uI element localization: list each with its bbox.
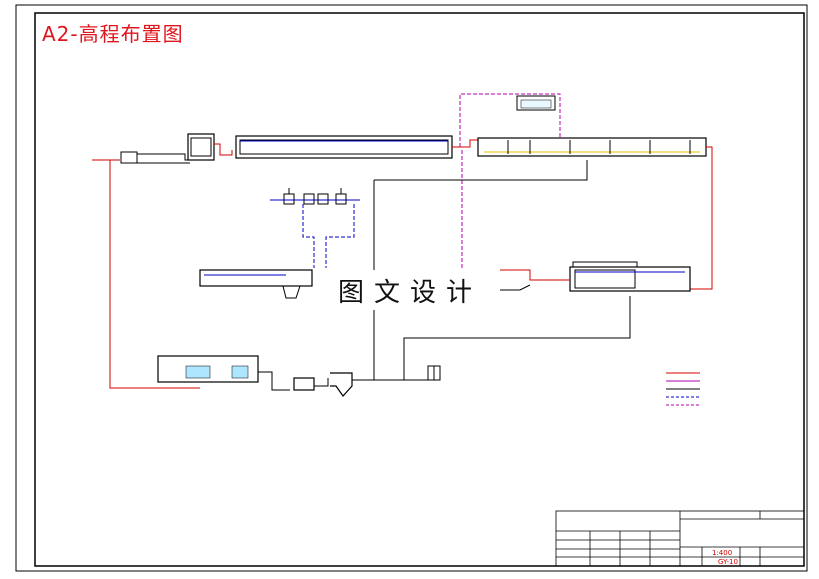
bottom-line-1 — [258, 371, 290, 391]
watermark: 图文设计 — [320, 270, 500, 310]
sedimentation-tank — [569, 266, 691, 292]
long-tank-outlet-pipe — [452, 139, 478, 148]
sedimentation-inlet — [500, 269, 570, 281]
return-line-c — [403, 296, 631, 380]
aeration-tank-baffles — [507, 140, 691, 154]
bottom-line-2 — [314, 378, 329, 387]
bottom-hopper — [330, 372, 353, 397]
lift-pump-well-inner — [190, 137, 212, 157]
long-tank — [235, 135, 453, 159]
sheet-inner-border — [34, 12, 805, 567]
effluent-down-line — [690, 146, 713, 290]
title-block — [555, 510, 805, 567]
screen-channel — [137, 153, 195, 161]
title-block-drawing-no: GY-10 — [718, 558, 738, 566]
dosing-room — [516, 95, 556, 111]
air-pipe-left — [302, 204, 315, 268]
lift-pump-pipe — [214, 143, 233, 156]
sludge-return-line — [459, 93, 561, 147]
sludge-thickener — [199, 269, 313, 287]
bottom-feed-line — [109, 160, 200, 389]
thickener-hopper — [282, 285, 301, 299]
return-line-a — [374, 160, 588, 181]
sedimentation-weir — [500, 284, 531, 291]
legend — [666, 372, 700, 406]
long-tank-inner — [239, 139, 449, 155]
bottom-building — [157, 355, 259, 383]
lift-pump-well — [187, 133, 215, 161]
sedimentation-bridge — [572, 261, 638, 268]
aeration-tank — [477, 137, 707, 157]
filter-box — [293, 377, 315, 391]
sedimentation-tank-inner — [574, 269, 636, 289]
bottom-building-equipment-2 — [231, 365, 249, 379]
bottom-building-equipment-1 — [185, 365, 211, 379]
page-title: A2-高程布置图 — [40, 18, 186, 47]
sheet-outer-border — [15, 4, 808, 572]
air-header — [270, 188, 360, 205]
coarse-screen — [120, 151, 138, 164]
title-block-scale: 1:400 — [712, 549, 732, 557]
air-pipe-right — [325, 204, 355, 268]
dosing-room-inner — [520, 99, 552, 109]
